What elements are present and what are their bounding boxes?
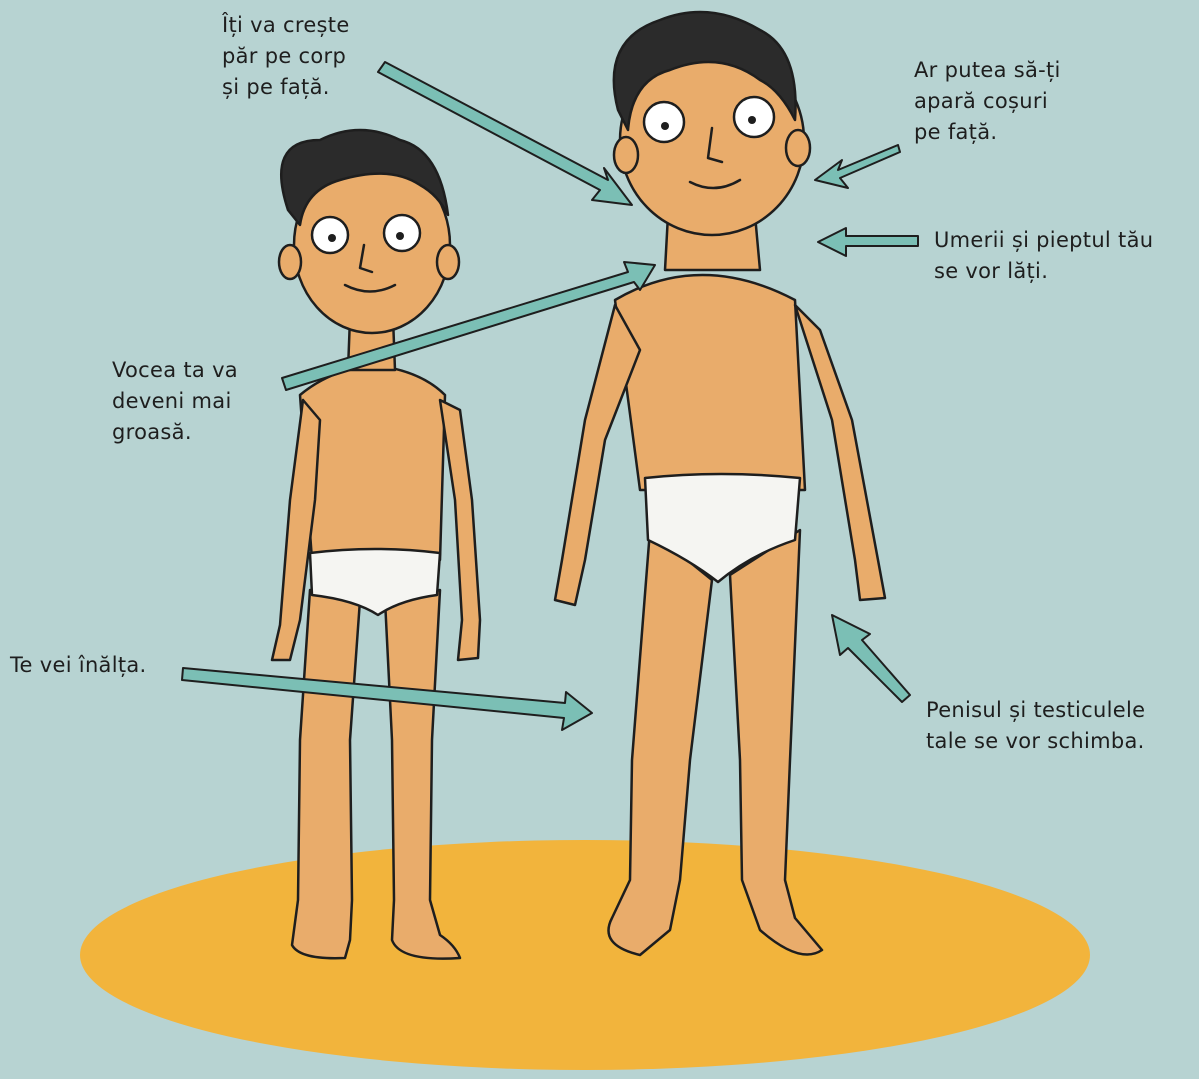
- boy-figure: [272, 130, 480, 959]
- caption-shoulders: Umerii și pieptul tău se vor lăți.: [934, 225, 1153, 287]
- arrow-acne: [815, 145, 900, 188]
- caption-body-hair: Îți va crește păr pe corp și pe față.: [222, 10, 350, 103]
- caption-acne: Ar putea să-ți apară coșuri pe față.: [914, 55, 1061, 148]
- arrow-taller: [182, 668, 592, 730]
- ground-patch: [80, 840, 1090, 1070]
- arrow-shoulders: [818, 228, 918, 256]
- caption-height: Te vei înălța.: [10, 650, 147, 681]
- arrow-genitals: [832, 615, 910, 702]
- man-figure: [555, 12, 885, 955]
- caption-voice: Vocea ta va deveni mai groasă.: [112, 355, 238, 448]
- caption-genitals: Penisul și testiculele tale se vor schim…: [926, 695, 1145, 757]
